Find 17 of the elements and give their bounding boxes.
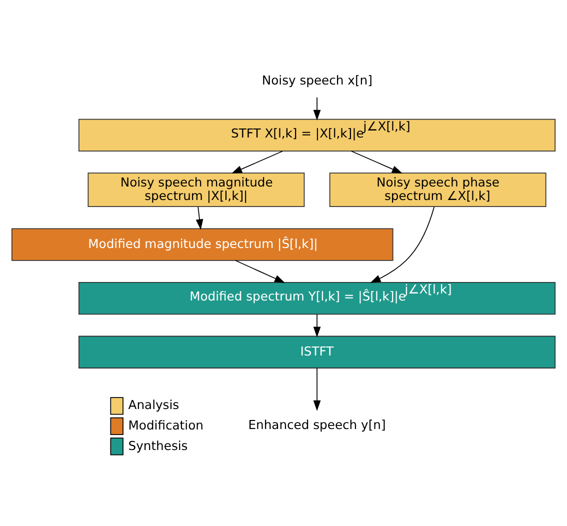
arrow: [231, 150, 284, 174]
node-box: ISTFT: [78, 335, 556, 368]
arrow: [370, 206, 435, 282]
arrow: [313, 96, 321, 120]
arrow: [196, 206, 204, 230]
node-text: Noisy speech x[n]: [262, 73, 372, 88]
legend-label: Analysis: [128, 398, 180, 412]
node-box: Modified magnitude spectrum |Ŝ[l,k]|: [11, 228, 394, 260]
node-box: Noisy speech magnitude spectrum |X[l,k]|: [88, 172, 305, 207]
node-box: Noisy speech phase spectrum ∠X[l,k]: [329, 172, 546, 207]
arrow: [350, 150, 403, 174]
arrow: [313, 367, 321, 410]
legend-label: Synthesis: [128, 438, 188, 452]
arrow: [235, 260, 286, 282]
arrow: [313, 313, 321, 337]
node-text: Enhanced speech y[n]: [248, 418, 386, 432]
legend-label: Modification: [128, 418, 204, 432]
